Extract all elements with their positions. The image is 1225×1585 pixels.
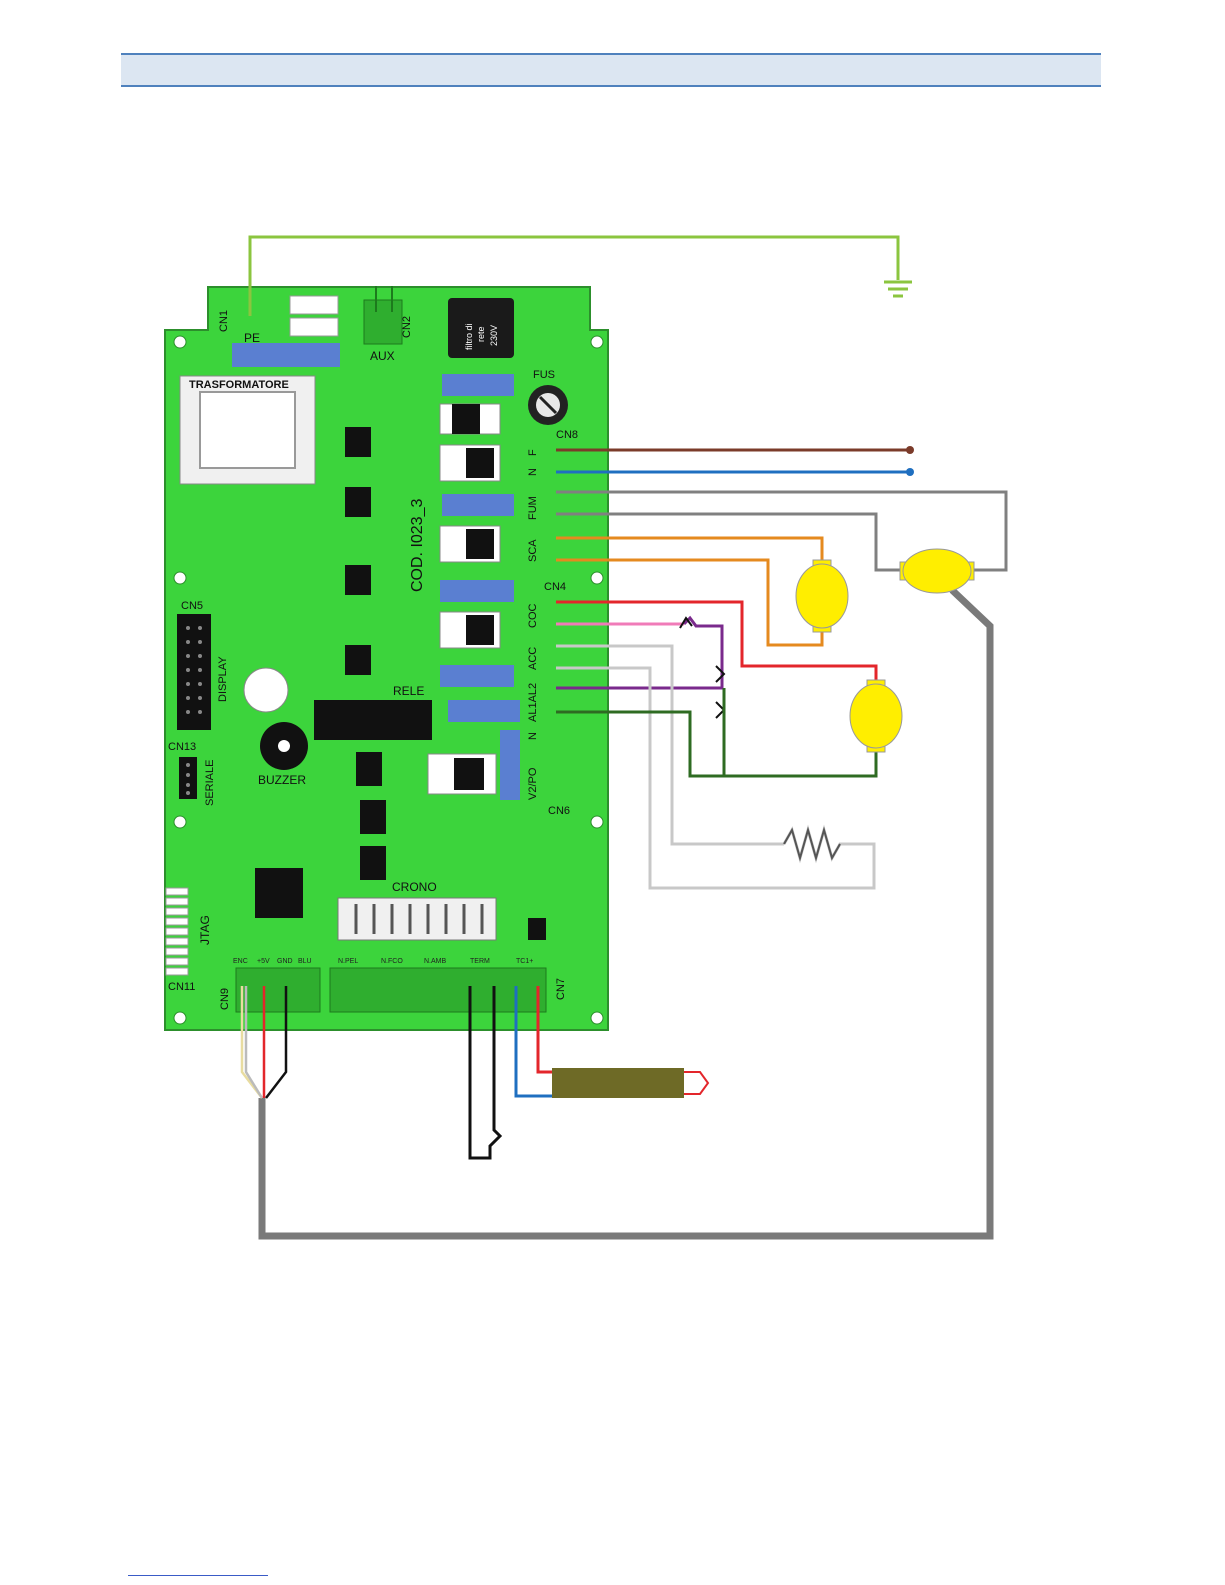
serial-label: SERIALE [204,760,216,806]
cn1-label: CN1 [218,310,230,332]
terminal-coc: COC [527,604,539,629]
crono-label: CRONO [392,880,437,894]
filter-label-3: 230V [489,325,499,346]
display-header [177,614,211,730]
cn8-label: CN8 [556,429,578,441]
cn9-terminal-block [236,968,320,1012]
cn6-label: CN6 [548,805,570,817]
resistor [784,830,840,858]
phase-terminal [906,446,914,454]
cn11-label: CN11 [168,981,195,993]
pe-connector-block [232,343,340,367]
terminal-al1al2: AL1AL2 [527,683,539,722]
cn7-label: CN7 [555,978,567,1000]
small-ic [528,918,546,940]
capacitor [244,668,288,712]
filter-label-2: rete [476,326,486,342]
pe-terminal-1 [290,296,338,314]
crono-connector [338,898,496,940]
terminal-sca: SCA [527,539,539,562]
fan-motor [850,680,902,752]
fume-extractor-motor [900,549,974,593]
filter-label-1: filtro di [464,323,474,350]
pin-blu: BLU [298,958,312,965]
board-code: COD. I023_3 [409,499,426,592]
auger-motor [796,560,848,632]
display-label: DISPLAY [217,656,229,702]
microcontroller [255,868,303,918]
terminal-acc: ACC [527,647,539,670]
aux-connector [364,300,402,344]
thermocouple-probe [552,1068,684,1098]
jtag-header [166,888,188,975]
cn5-label: CN5 [181,600,203,612]
pin-5v: +5V [257,958,270,965]
pin-tc1: TC1+ [516,958,533,965]
cn9-label: CN9 [219,988,231,1010]
pin-term: TERM [470,958,490,965]
cn4-label: CN4 [544,581,566,593]
relay-label: RELE [393,684,424,698]
pe-label: PE [244,331,260,345]
buzzer-label: BUZZER [258,773,306,787]
transformer-label: TRASFORMATORE [189,379,289,391]
pin-namb: N.AMB [424,958,447,965]
bottom-pin-labels: ENC +5V GND BLU N.PEL N.FCO N.AMB TERM T… [233,958,533,965]
terminal-f: F [527,449,539,456]
terminal-v2po: V2/PO [527,767,539,800]
fuse-label: FUS [533,369,555,381]
relay [314,700,432,740]
thermocouple-tip [684,1072,708,1094]
jtag-label: JTAG [198,915,212,945]
cn13-label: CN13 [168,741,196,753]
pin-npel: N.PEL [338,958,358,965]
pin-gnd: GND [277,958,293,965]
neutral-terminal [906,468,914,476]
pin-enc: ENC [233,958,248,965]
pe-terminal-2 [290,318,338,336]
terminal-n2: N [527,732,539,740]
pin-nfco: N.FCO [381,958,403,965]
cn2-label: CN2 [401,316,413,338]
terminal-fum: FUM [527,496,539,520]
aux-label: AUX [370,349,395,363]
cn7-terminal-block [330,968,546,1012]
terminal-n1: N [527,468,539,476]
